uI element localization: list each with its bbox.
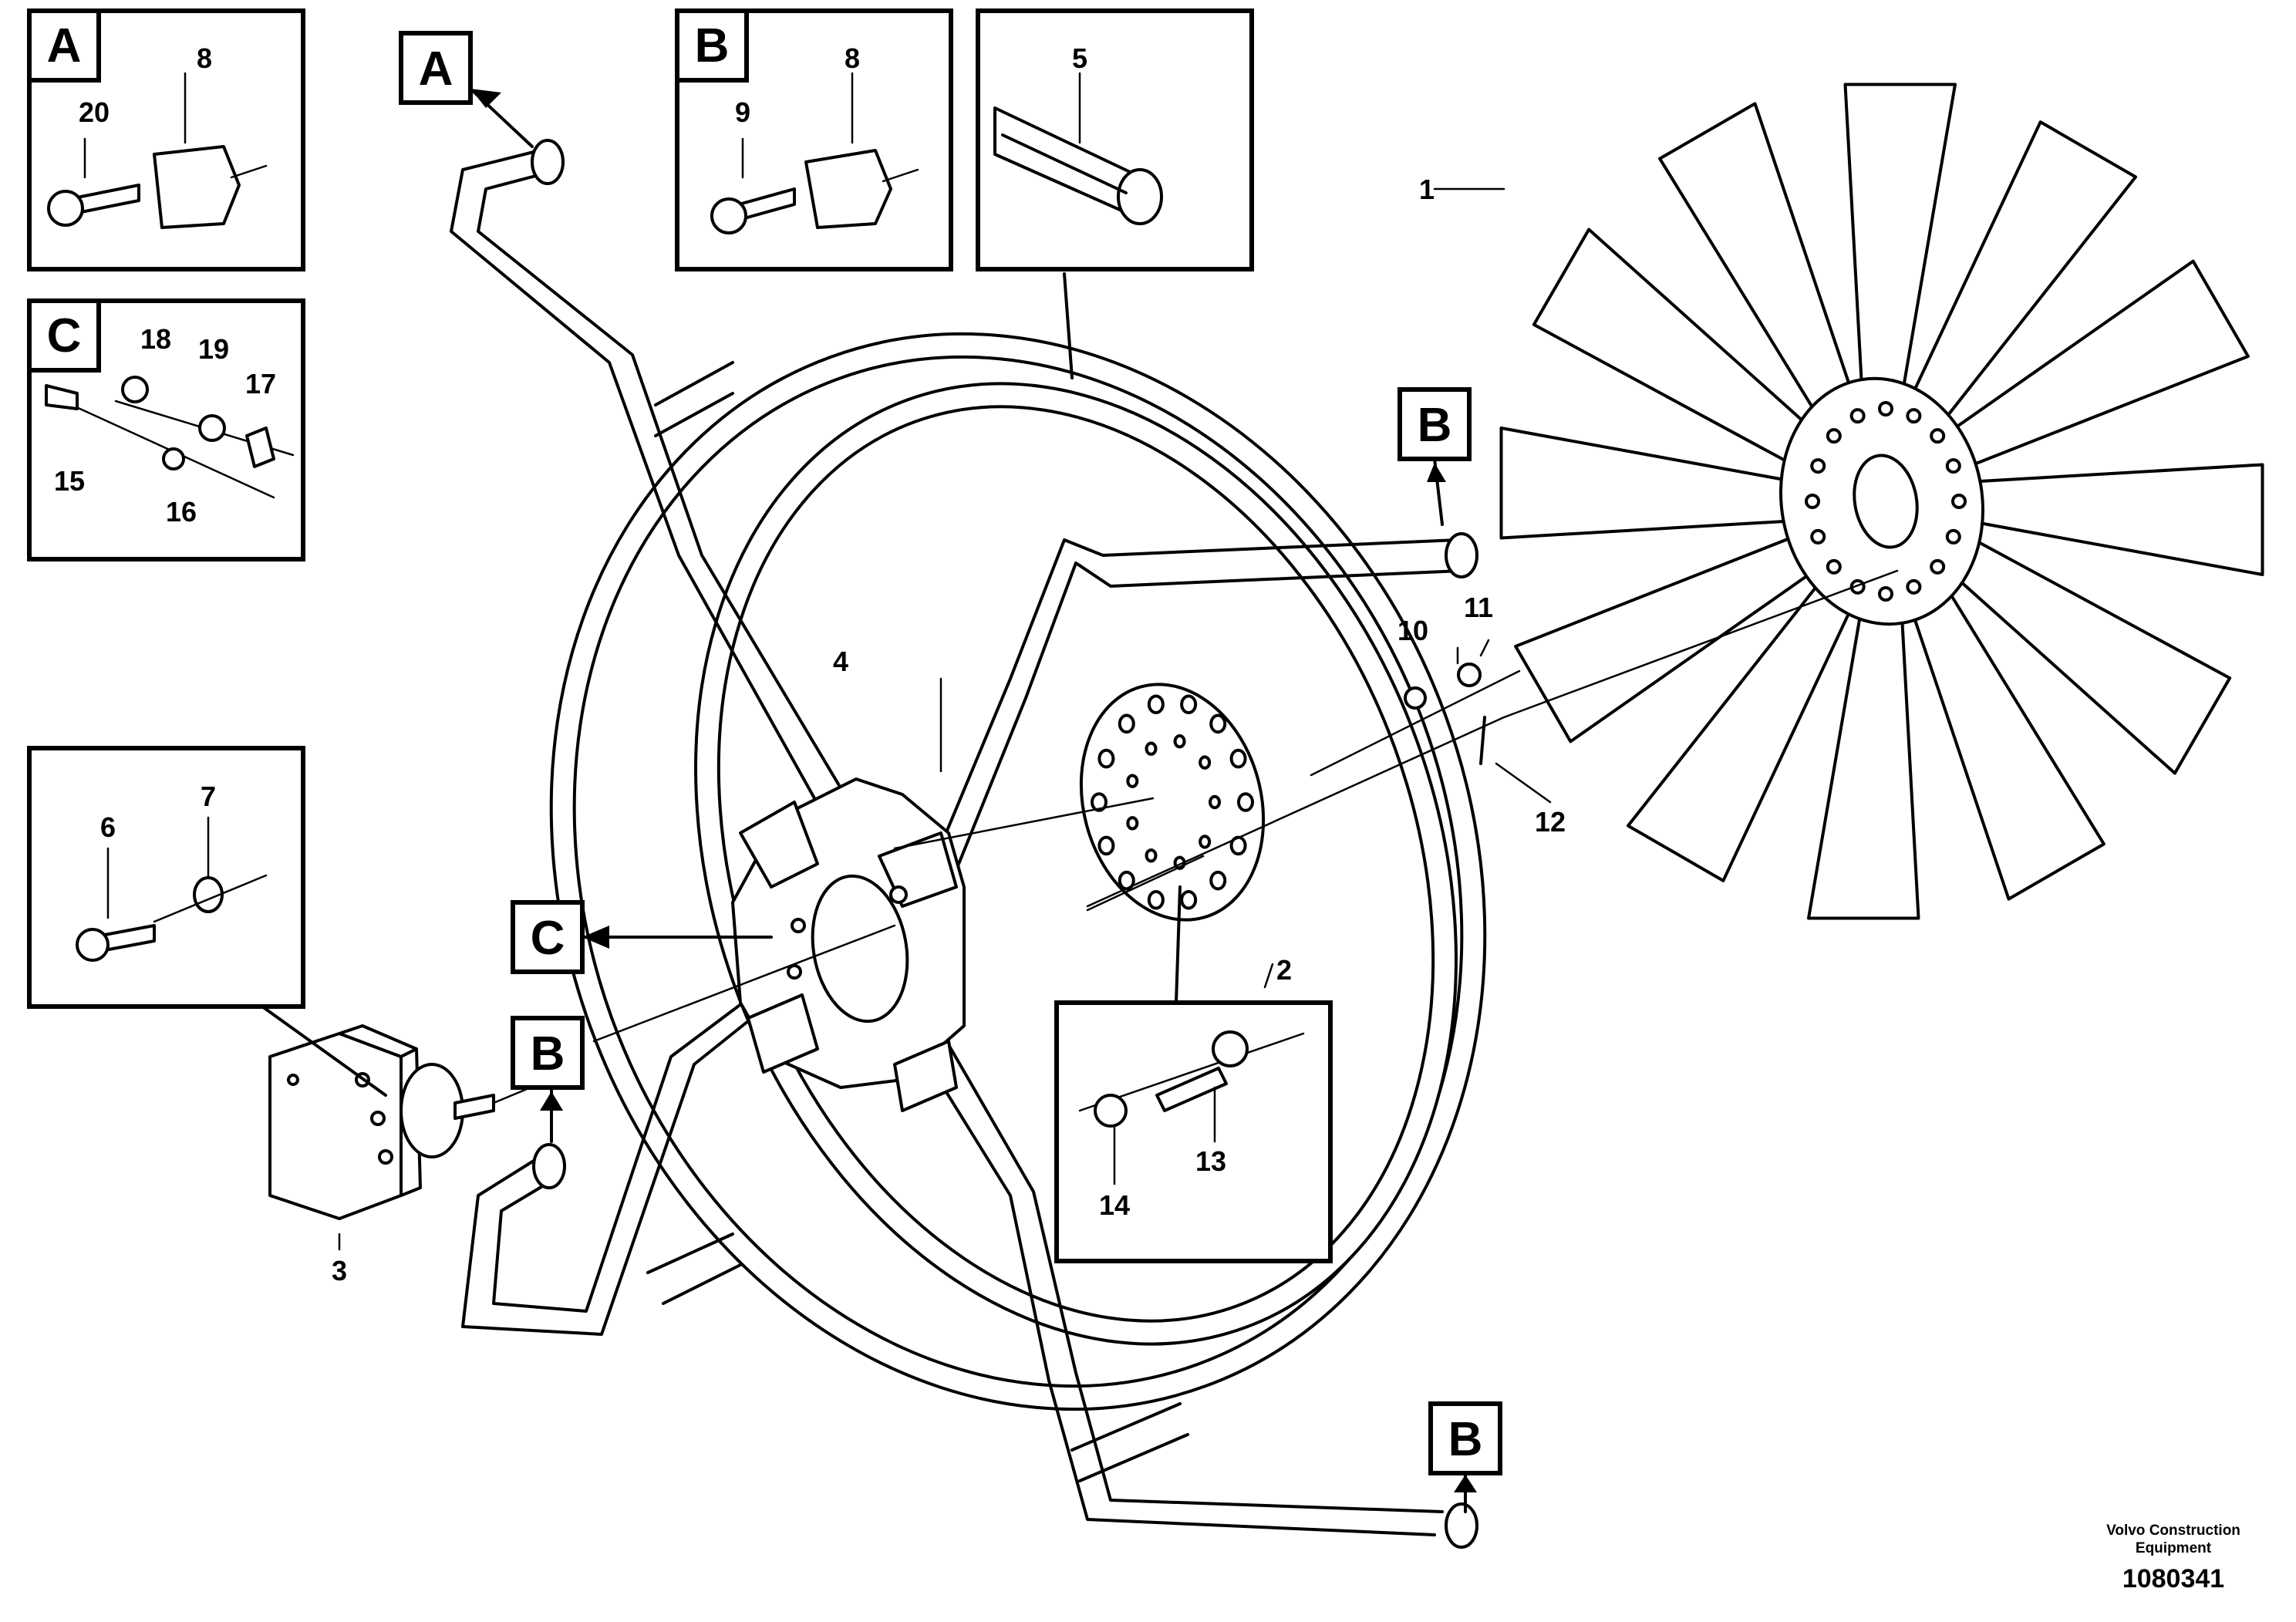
detail-box-c: [27, 298, 305, 561]
hub-plate-hole: [1173, 734, 1186, 749]
detail-label-b: B: [695, 19, 730, 73]
part-number-20: 20: [79, 96, 110, 128]
leader-lines: [338, 187, 1899, 1251]
part-number-16: 16: [166, 496, 197, 528]
fan-hub-bolt: [1930, 428, 1946, 444]
part-number-8-b: 8: [845, 42, 860, 74]
callout-label-b-right: B: [1418, 399, 1452, 452]
fan-hub-bolt: [1945, 458, 1961, 474]
fan-hub-bolt: [1878, 586, 1893, 602]
fan-assembly: [1499, 83, 2264, 920]
part-number-5: 5: [1072, 42, 1087, 74]
detail-box-motor: [27, 746, 387, 1097]
detail-label-a: A: [47, 19, 82, 73]
hub-plate-hole: [1229, 748, 1247, 769]
hub-plate-hole: [1091, 792, 1108, 812]
fan-hub-bolt: [1805, 494, 1820, 509]
fan-hub-bolt: [1906, 578, 1922, 595]
part-number-19: 19: [198, 333, 229, 365]
fan-hub-bolt: [1810, 528, 1826, 545]
footer-company-line2: Equipment: [2136, 1540, 2212, 1556]
hydraulic-motor: [268, 1024, 495, 1220]
detail-box-b-top: [675, 8, 953, 271]
callout-box-b-right: [1397, 387, 1472, 526]
part-number-17: 17: [245, 368, 276, 400]
center-bracket: [731, 777, 966, 1112]
detail-label-c: C: [47, 309, 82, 363]
part-number-1: 1: [1419, 174, 1435, 205]
part-number-12: 12: [1535, 806, 1566, 838]
hub-plate-hole: [1145, 848, 1158, 863]
detail-box-13-14: [1054, 885, 1333, 1263]
callout-box-b-left: [511, 1016, 585, 1143]
callout-box-c-center: [511, 900, 773, 974]
hub-plate-hole: [1147, 889, 1165, 910]
washer-nut-pin: [1404, 663, 1486, 765]
fan-hub-bolt: [1878, 401, 1893, 416]
part-number-18: 18: [140, 323, 171, 355]
callout-label-c: C: [531, 912, 565, 965]
part-number-10: 10: [1397, 615, 1428, 646]
fan-hub-bolt: [1945, 528, 1961, 545]
callout-label-b-left: B: [531, 1027, 565, 1081]
hub-plate-hole: [1199, 835, 1212, 849]
callout-label-a: A: [419, 42, 453, 96]
hub-plate-hole: [1097, 835, 1115, 856]
part-number-11: 11: [1464, 592, 1493, 623]
callout-box-a-top: [399, 31, 534, 148]
fan-hub-bolt: [1826, 558, 1842, 575]
part-number-14: 14: [1099, 1189, 1130, 1221]
part-number-8-a: 8: [197, 42, 212, 74]
part-number-13: 13: [1195, 1145, 1226, 1177]
fan-hub-bolt: [1849, 408, 1866, 424]
fan-hub-bolt: [1930, 558, 1946, 575]
detail-box-5: [976, 8, 1254, 379]
tube-frame: [450, 139, 1478, 1549]
hub-plate-hole: [1145, 741, 1158, 756]
part-number-6: 6: [100, 811, 116, 843]
hub-plate-hole: [1126, 774, 1139, 788]
part-number-4: 4: [833, 646, 848, 677]
callout-label-b-bottom: B: [1448, 1413, 1483, 1466]
hub-plate-hole: [1180, 694, 1198, 715]
fan-hub-bolt: [1826, 428, 1842, 444]
hub-plate-hole: [1126, 816, 1139, 831]
callout-box-b-bottom: [1428, 1401, 1502, 1513]
hub-plate-hole: [1147, 694, 1165, 715]
footer-company-line1: Volvo Construction: [2106, 1523, 2240, 1539]
hub-plate-hole: [1180, 889, 1198, 910]
hub-plate-hole: [1118, 713, 1135, 734]
part-number-2: 2: [1276, 954, 1292, 986]
hub-plate-hole: [1097, 748, 1115, 769]
part-number-15: 15: [54, 465, 85, 497]
hub-plate-hole: [1209, 794, 1221, 810]
part-number-3: 3: [332, 1255, 347, 1286]
fan-hub-bolt: [1810, 458, 1826, 474]
fan-hub-bolt: [1951, 494, 1967, 509]
hub-plate-hole: [1209, 713, 1227, 734]
hub-plate-hole: [1237, 792, 1254, 812]
part-number-9: 9: [735, 96, 750, 128]
detail-box-a: [27, 8, 305, 271]
hub-plate-hole: [1199, 755, 1212, 770]
part-number-7: 7: [201, 781, 216, 812]
hub-plate-hole: [1209, 870, 1227, 891]
footer-drawing-number: 1080341: [2122, 1564, 2224, 1593]
fan-hub-bolt: [1906, 408, 1922, 424]
